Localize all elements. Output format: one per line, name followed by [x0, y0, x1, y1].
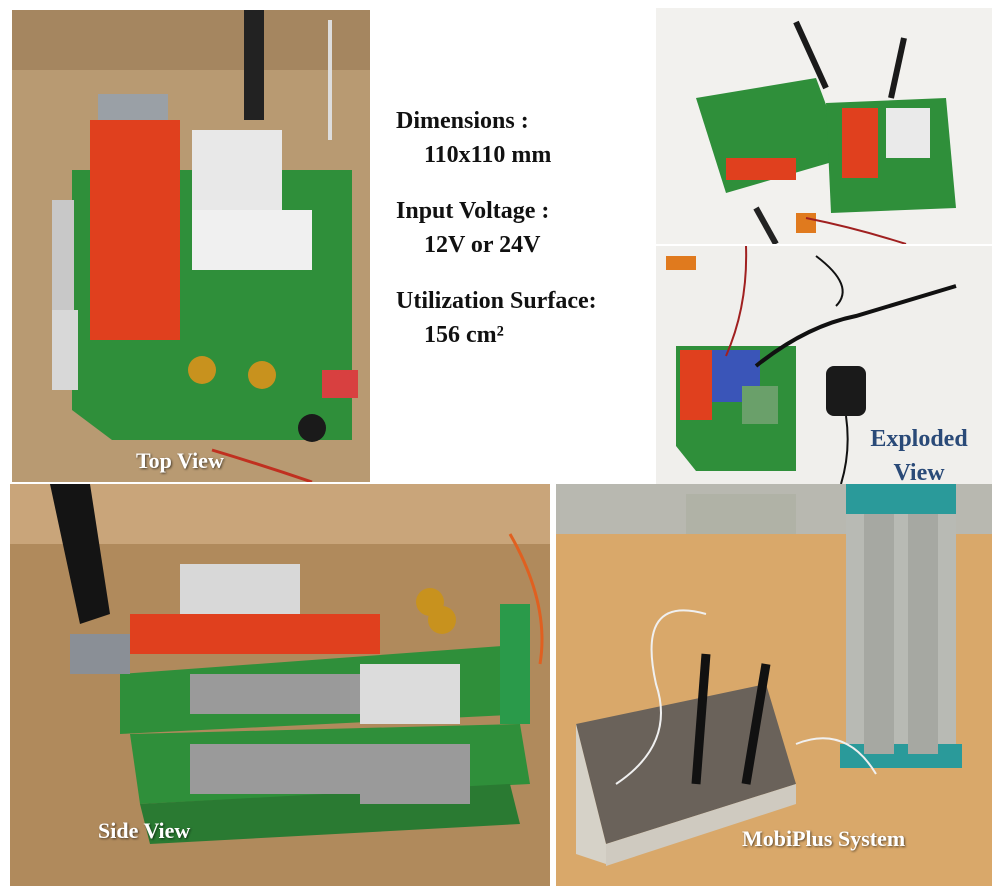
exploded-view-photo: Exploded View [656, 246, 992, 484]
spec-dimensions-label: Dimensions : [396, 108, 529, 134]
spec-utilization-surface: Utilization Surface: 156 cm² [396, 284, 646, 352]
top-view-caption: Top View [136, 448, 224, 473]
exploded-view-caption-line2: View [893, 460, 945, 484]
spec-input-voltage-value: 12V or 24V [424, 232, 541, 258]
mobiplus-system-caption: MobiPlus System [742, 826, 906, 851]
spec-utilization-surface-label: Utilization Surface: [396, 288, 597, 314]
assembled-boards-photo [656, 8, 992, 244]
spec-dimensions-value: 110x110 mm [424, 142, 552, 168]
specifications: Dimensions : 110x110 mm Input Voltage : … [396, 104, 646, 374]
top-view-photo: Top View [12, 10, 370, 482]
spec-input-voltage-label: Input Voltage : [396, 198, 550, 224]
spec-utilization-surface-value: 156 cm² [424, 322, 504, 348]
exploded-view-caption: Exploded View [856, 422, 982, 484]
exploded-view-caption-line1: Exploded [870, 426, 968, 452]
mobiplus-system-photo: MobiPlus System [556, 484, 992, 886]
spec-dimensions: Dimensions : 110x110 mm [396, 104, 646, 172]
side-view-photo: Side View [10, 484, 550, 886]
side-view-caption: Side View [98, 818, 191, 843]
spec-input-voltage: Input Voltage : 12V or 24V [396, 194, 646, 262]
